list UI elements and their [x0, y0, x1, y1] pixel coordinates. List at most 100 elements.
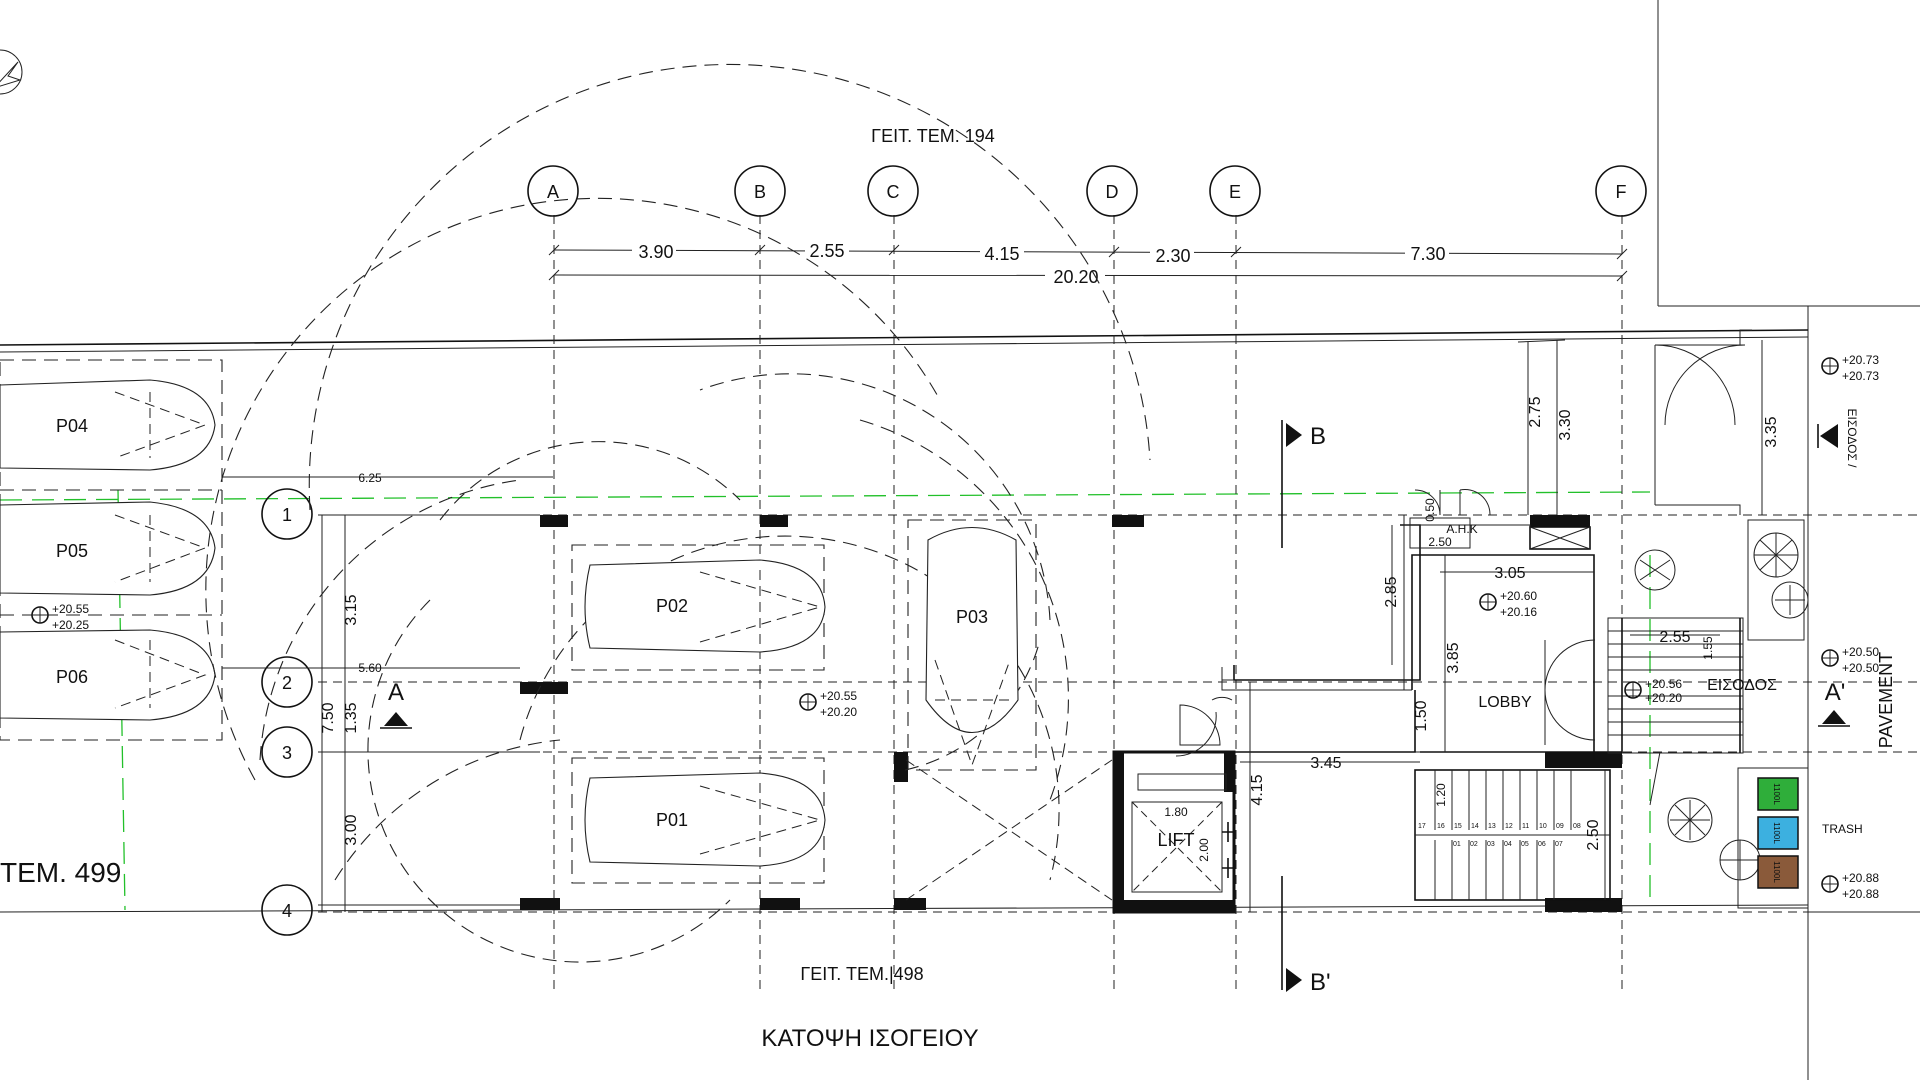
svg-text:6.25: 6.25 — [358, 471, 382, 485]
svg-text:2.50: 2.50 — [1428, 535, 1452, 549]
svg-text:1100L: 1100L — [1772, 822, 1781, 844]
left-dimensions: 6.25 5.60 3.15 1.35 7.50 3.00 — [222, 471, 553, 912]
level-mark-lobby: +20.60 +20.16 — [1479, 589, 1537, 619]
svg-text:3.85: 3.85 — [1445, 642, 1462, 673]
trash-bin-blue-icon: 1100L — [1757, 816, 1799, 850]
grid-bubble-e: E — [1209, 165, 1261, 217]
parking-space-p04: P04 — [0, 379, 216, 471]
svg-text:ΕΙΣΟΔΟΣ /: ΕΙΣΟΔΟΣ / — [1845, 408, 1859, 468]
grid-bubble-4: 4 — [261, 884, 313, 936]
grid-bubble-c: C — [867, 165, 919, 217]
svg-text:2.30: 2.30 — [1155, 246, 1190, 266]
svg-text:14: 14 — [1471, 823, 1479, 830]
section-marker-a: A — [380, 679, 412, 729]
svg-text:D: D — [1106, 182, 1119, 202]
entrance-steps: 2.55 ΕΙΣΟΔΟΣ 1.55 — [1607, 617, 1777, 806]
svg-text:F: F — [1616, 182, 1627, 202]
level-mark-left: +20.55 +20.25 — [31, 602, 89, 632]
svg-text:7.50: 7.50 — [320, 702, 337, 733]
svg-text:3.30: 3.30 — [1557, 409, 1574, 440]
svg-text:+20.73: +20.73 — [1842, 369, 1879, 383]
svg-text:3.35: 3.35 — [1763, 416, 1780, 447]
svg-text:2.55: 2.55 — [809, 241, 844, 261]
svg-text:+20.88: +20.88 — [1842, 871, 1879, 885]
svg-text:+20.88: +20.88 — [1842, 887, 1879, 901]
svg-text:+20.60: +20.60 — [1500, 589, 1537, 603]
svg-text:+20.50: +20.50 — [1842, 645, 1879, 659]
upper-vertical-dims: 2.75 3.30 3.35 — [1517, 339, 1780, 515]
svg-text:P03: P03 — [956, 607, 988, 627]
section-marker-b-prime: B' — [1281, 876, 1331, 996]
grid-column-bubbles: A B C D E F — [527, 165, 1647, 217]
svg-text:+20.50: +20.50 — [1842, 661, 1879, 675]
structural-columns — [520, 515, 1622, 912]
level-mark-parking: +20.55 +20.20 — [799, 689, 857, 719]
svg-text:3.90: 3.90 — [638, 242, 673, 262]
svg-text:1.80: 1.80 — [1164, 805, 1188, 819]
trash-area: 1100L 1100L 1100L TRASH — [1757, 777, 1863, 889]
grid-bubble-f: F — [1595, 165, 1647, 217]
grid-bubble-d: D — [1086, 165, 1138, 217]
svg-text:B: B — [754, 182, 766, 202]
svg-text:04: 04 — [1504, 841, 1512, 848]
neighbor-left-label: ΤΕΜ. 499 — [0, 857, 121, 888]
parking-space-p02: P02 — [571, 544, 826, 671]
trash-bin-green-icon: 1100L — [1757, 777, 1799, 811]
svg-text:B': B' — [1310, 969, 1331, 996]
svg-text:3.45: 3.45 — [1310, 755, 1341, 772]
svg-text:2: 2 — [282, 673, 292, 693]
svg-text:1.55: 1.55 — [1701, 636, 1715, 660]
parking-space-p03: P03 — [907, 519, 1037, 771]
grid-bubble-b: B — [734, 165, 786, 217]
level-mark-pavement-bottom: +20.88 +20.88 — [1821, 871, 1879, 901]
svg-text:07: 07 — [1555, 841, 1563, 848]
svg-text:B: B — [1310, 423, 1326, 450]
planting-areas — [1634, 519, 1809, 909]
svg-text:TRASH: TRASH — [1822, 822, 1863, 836]
svg-text:10: 10 — [1539, 823, 1547, 830]
top-dimensions: 3.90 2.55 4.15 2.30 7.30 20.20 — [548, 240, 1628, 287]
svg-text:+20.16: +20.16 — [1500, 605, 1537, 619]
svg-text:1.20: 1.20 — [1434, 783, 1448, 807]
grid-bubble-1: 1 — [261, 488, 313, 540]
svg-text:01: 01 — [1453, 841, 1461, 848]
svg-text:1100L: 1100L — [1772, 861, 1781, 883]
parking-space-p06: P06 — [0, 629, 216, 721]
level-mark-stairs: +20.56 +20.20 — [1624, 677, 1682, 705]
svg-text:+20.20: +20.20 — [820, 705, 857, 719]
svg-text:P05: P05 — [56, 541, 88, 561]
svg-text:0.50: 0.50 — [1423, 498, 1437, 522]
svg-text:3.05: 3.05 — [1494, 565, 1525, 582]
svg-text:3.15: 3.15 — [343, 594, 360, 625]
svg-text:2.50: 2.50 — [1585, 819, 1602, 850]
svg-text:+20.25: +20.25 — [52, 618, 89, 632]
parking-space-p01: P01 — [571, 757, 826, 884]
svg-text:03: 03 — [1487, 841, 1495, 848]
svg-text:Α.Η.Κ: Α.Η.Κ — [1446, 522, 1477, 536]
section-marker-a-prime: A' — [1818, 679, 1850, 727]
left-parking-block: P04 P05 P06 — [0, 359, 223, 741]
svg-text:3: 3 — [282, 743, 292, 763]
svg-text:11: 11 — [1522, 823, 1529, 830]
svg-text:08: 08 — [1573, 823, 1581, 830]
svg-text:P06: P06 — [56, 667, 88, 687]
svg-text:+20.55: +20.55 — [52, 602, 89, 616]
north-arrow-icon — [0, 49, 23, 95]
svg-text:5.60: 5.60 — [358, 661, 382, 675]
level-mark-entry: +20.50 +20.50 — [1821, 645, 1879, 675]
svg-text:2.85: 2.85 — [1383, 576, 1400, 607]
svg-text:3.00: 3.00 — [343, 814, 360, 845]
svg-text:09: 09 — [1556, 823, 1564, 830]
svg-text:P01: P01 — [656, 810, 688, 830]
svg-text:06: 06 — [1538, 841, 1546, 848]
staircase: 17 16 15 14 13 12 11 10 09 08 01 02 03 0… — [1414, 769, 1611, 901]
svg-text:15: 15 — [1454, 823, 1462, 830]
svg-text:PAVEMENT: PAVEMENT — [1876, 652, 1896, 748]
svg-text:+20.56: +20.56 — [1645, 677, 1682, 691]
grid-row-bubbles: 1 2 3 4 — [261, 488, 313, 936]
neighbor-bottom-label: ΓΕΙΤ. ΤΕΜ.|498 — [800, 964, 923, 984]
grid-bubble-2: 2 — [261, 656, 313, 708]
svg-text:1.50: 1.50 — [1413, 700, 1430, 731]
lobby-dims: 3.05 2.85 3.85 1.50 LOBBY 3.45 4.15 — [1240, 525, 1594, 912]
